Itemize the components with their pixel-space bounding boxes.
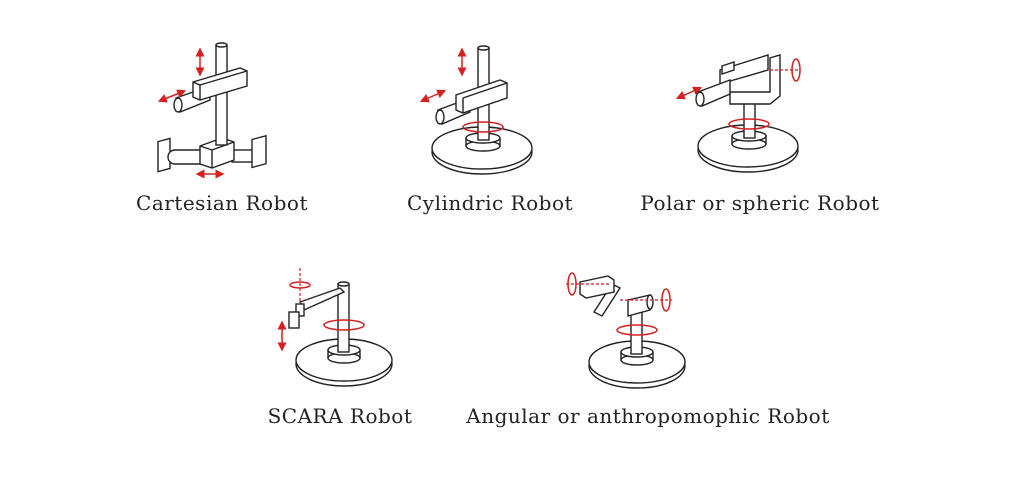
cartesian-robot-illustration (157, 42, 267, 179)
angular-robot-label: Angular or anthropomophic Robot (466, 404, 830, 428)
polar-robot-illustration (675, 54, 801, 173)
scara-robot-illustration (277, 268, 393, 387)
cylindric-robot-illustration (419, 45, 533, 175)
polar-robot-label: Polar or spheric Robot (640, 191, 880, 215)
angular-robot-illustration (566, 272, 686, 389)
scara-robot-label: SCARA Robot (267, 404, 413, 428)
cartesian-robot-label: Cartesian Robot (136, 191, 308, 215)
cylindric-robot-label: Cylindric Robot (406, 191, 574, 215)
